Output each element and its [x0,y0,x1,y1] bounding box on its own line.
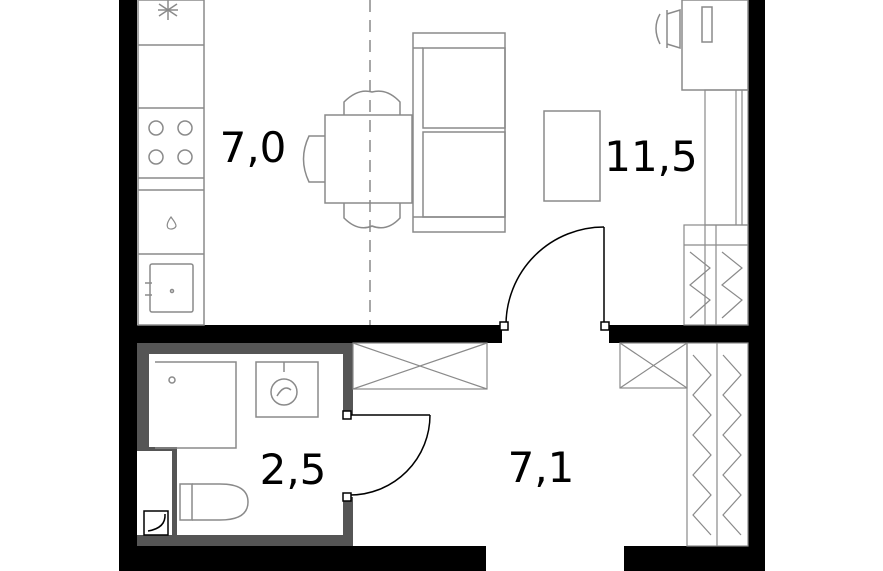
door-living [499,226,610,331]
bath-wall-right-upper [343,343,353,415]
droplet-icon [166,215,177,230]
wardrobe-living [683,89,749,326]
door-bathroom [342,410,431,502]
wardrobe-hall [619,342,749,547]
chair-top [343,90,401,115]
bath-wall-right-lower [343,497,353,546]
bath-wall-left [137,343,149,451]
bath-wall-bottom [137,535,353,546]
living-area-label: 11,5 [604,132,698,181]
kitchen-area-label: 7,0 [220,123,287,172]
chair-bottom [343,203,401,229]
wall-living-bottom [609,325,765,343]
cooktop-icon [148,120,193,165]
dining-table [324,114,413,204]
bath-wall-top [137,343,353,354]
walls [119,0,765,571]
desk [681,0,749,91]
left-outer-wall [119,0,137,571]
kitchen-sink-icon [145,263,194,313]
bath-shaft-wall-right [172,447,177,546]
bottom-wall-left [119,546,486,571]
hall-storage [352,342,488,390]
bathroom-area-label: 2,5 [260,445,327,494]
desk-chair [655,8,681,50]
monitor [701,6,713,43]
washing-machine-icon [255,361,319,418]
toilet-icon [179,483,249,521]
ventilation-shaft [143,510,169,536]
bathroom-walls [137,343,353,546]
chair-left [302,135,325,183]
dining-set [302,90,413,229]
sofa [412,32,506,233]
wall-kitchen-bottom [119,325,502,343]
kitchen-counter [137,0,205,326]
bottom-wall-right [624,546,765,571]
fridge-snowflake-icon [158,0,178,20]
bath-shaft-wall-top [137,447,177,451]
right-outer-wall [748,0,765,571]
desk-set [655,0,749,91]
hall-area-label: 7,1 [508,443,575,492]
shower-tray [155,361,237,449]
coffee-table [543,110,601,202]
